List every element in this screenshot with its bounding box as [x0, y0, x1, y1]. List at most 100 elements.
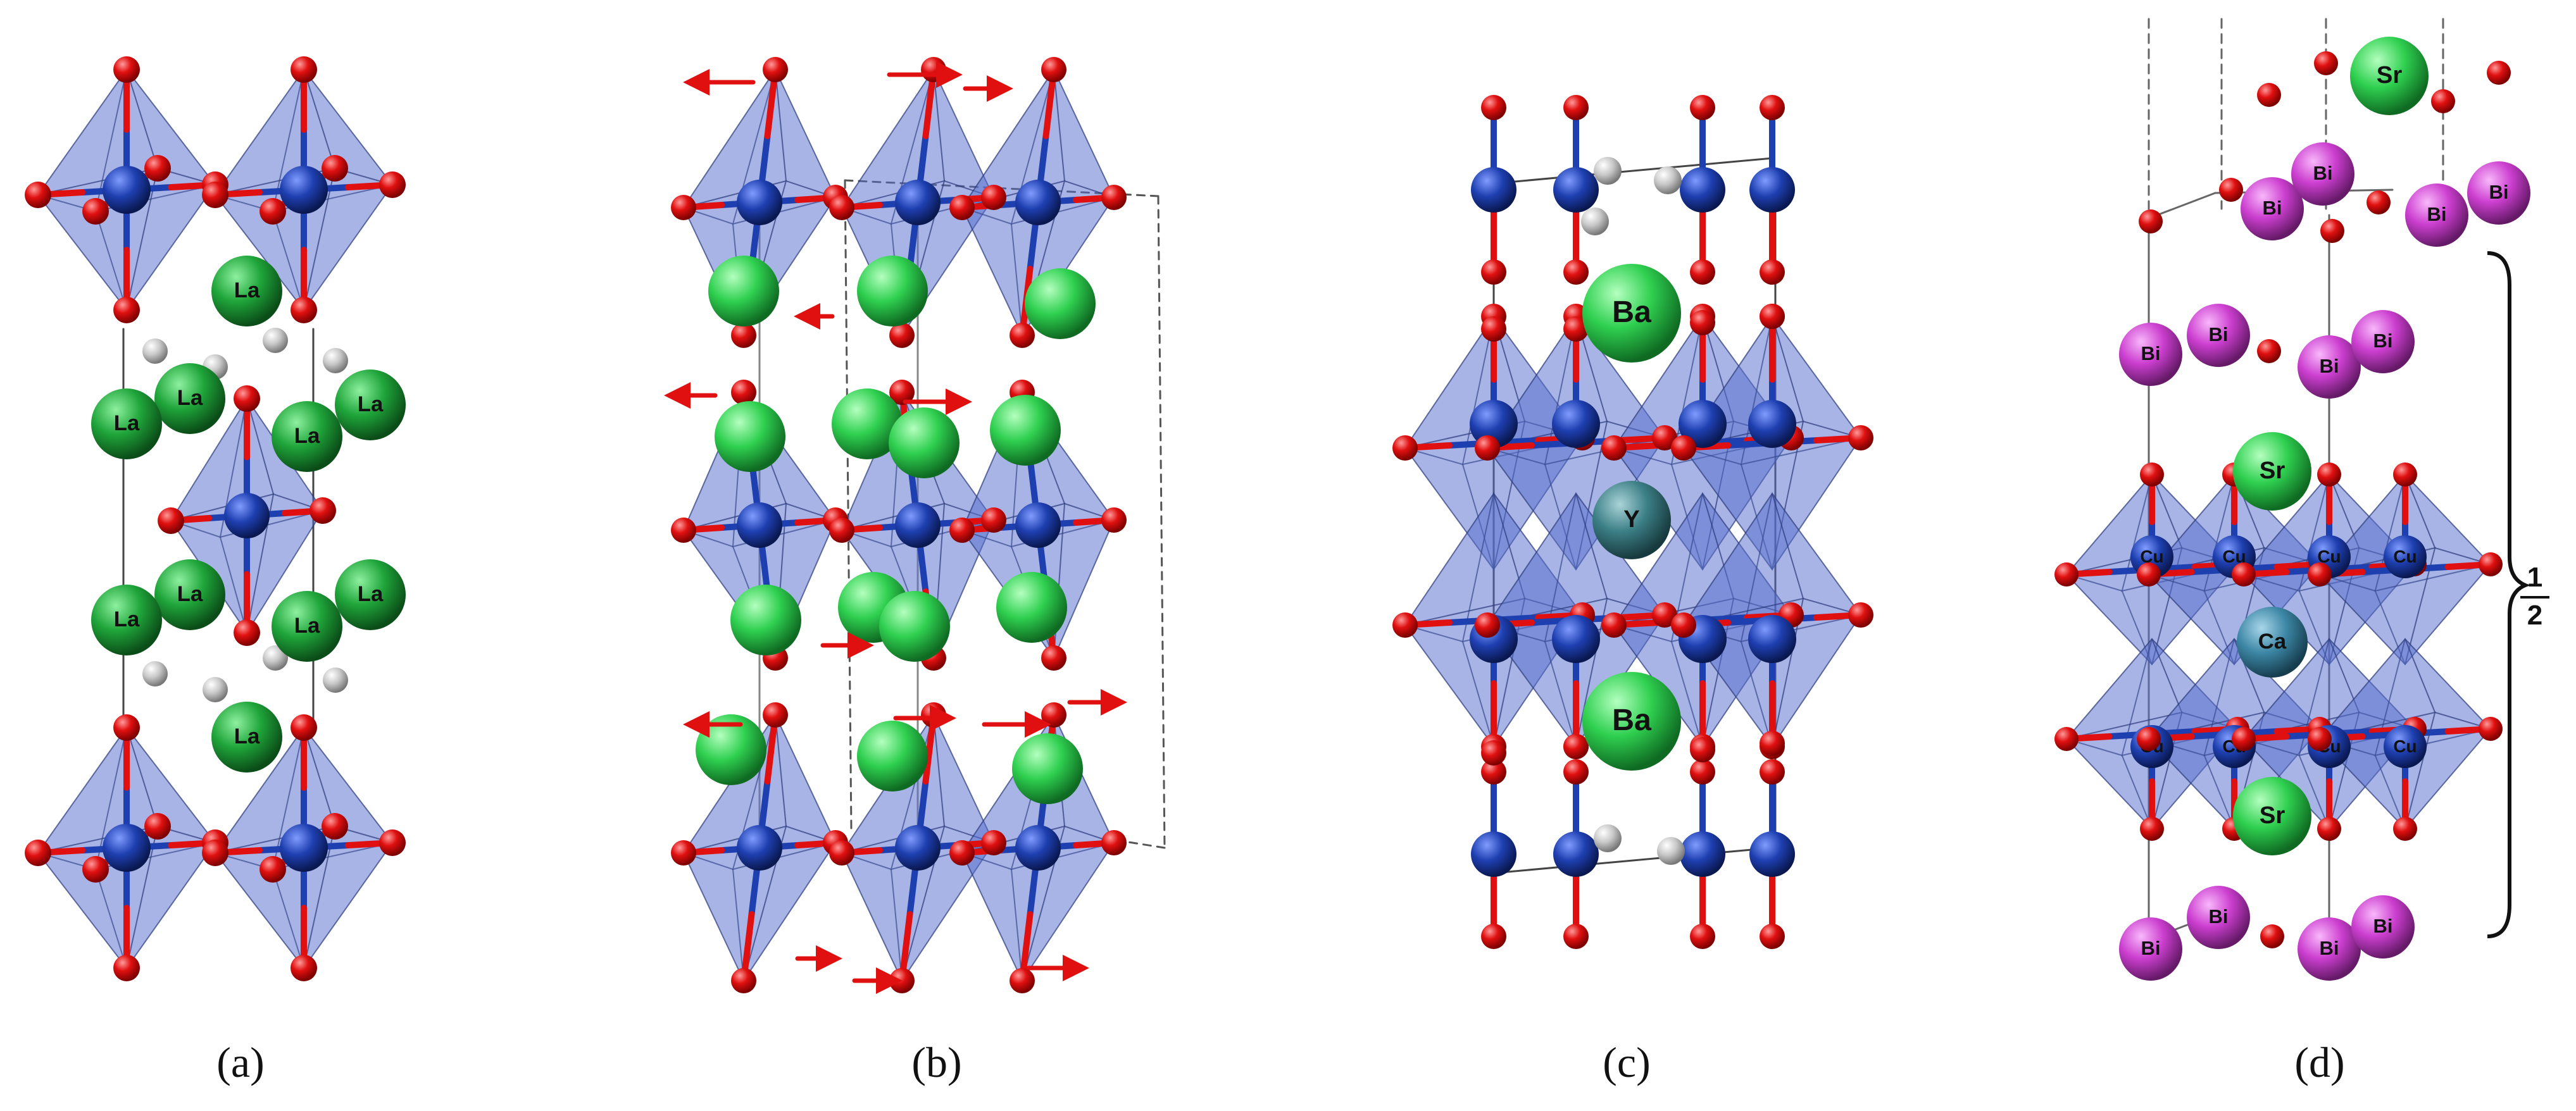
- oxygen-atom-sphere: [921, 57, 946, 82]
- hydrogen-atom-sphere: [1594, 824, 1622, 852]
- oxygen-atom-sphere: [2367, 190, 2391, 214]
- oxygen-atom: [322, 813, 348, 840]
- oxygen-atom-sphere: [113, 297, 140, 323]
- la-atom-sphere: [272, 591, 342, 662]
- oxygen-atom-sphere: [1475, 435, 1500, 461]
- octahedron-face: [775, 69, 837, 199]
- b-site-atom-sphere: [1552, 615, 1600, 663]
- oxygen-atom-sphere: [309, 497, 336, 524]
- b-site-atom: [1471, 167, 1516, 213]
- oxygen-atom: [921, 702, 946, 728]
- oxygen-atom-sphere: [1690, 759, 1715, 785]
- b-site-atom: [737, 502, 782, 548]
- oxygen-atom-sphere: [2257, 83, 2281, 107]
- sr-atom: [857, 721, 928, 791]
- b-site-atom-sphere: [1749, 831, 1795, 877]
- oxygen-atom: [829, 840, 854, 866]
- oxygen-atom-sphere: [731, 323, 756, 348]
- sr-atom-sphere: [857, 256, 928, 326]
- oxygen-atom: [1392, 435, 1418, 461]
- bi-atom-sphere: [2351, 310, 2415, 373]
- octahedron-face: [2318, 638, 2436, 740]
- b-site-atom-sphere: [1749, 167, 1795, 213]
- la-atom: La: [154, 363, 225, 434]
- b-site-atom: [1553, 831, 1599, 877]
- octahedron-face: [1772, 420, 1862, 570]
- oxygen-atom-sphere: [2317, 817, 2341, 841]
- la-atom-label: La: [114, 411, 140, 435]
- oxygen-atom: [731, 380, 756, 405]
- oxygen-atom: [2367, 190, 2391, 214]
- panel-b-caption: (b): [911, 1038, 962, 1086]
- sr-atom: [857, 256, 928, 326]
- oxygen-atom-sphere: [291, 955, 317, 981]
- b-site-atom: [1471, 831, 1516, 877]
- oxygen-atom-sphere: [1690, 737, 1715, 762]
- octahedron-face: [1486, 420, 1608, 571]
- b-site-atom-sphere: [1015, 825, 1061, 871]
- oxygen-atom-sphere: [2314, 51, 2338, 75]
- oxygen-atom-sphere: [1481, 259, 1506, 285]
- octahedron-face: [2151, 547, 2239, 665]
- octahedron-face: [841, 852, 903, 981]
- cu-label: Cu: [2393, 547, 2417, 566]
- b-site-atom: [895, 180, 941, 225]
- sr-atom-sphere: [889, 407, 960, 478]
- bi-atom-label: Bi: [2320, 355, 2339, 377]
- oxygen-atom: [1671, 435, 1696, 461]
- octahedron-face: [1670, 437, 1793, 571]
- cu-label: Cu: [2393, 736, 2417, 756]
- oxygen-atom-sphere: [1563, 734, 1589, 759]
- oxygen-atom: [259, 856, 286, 883]
- oxygen-atom: [2393, 462, 2417, 487]
- la-atom-label: La: [234, 278, 260, 302]
- octahedron-face: [1740, 492, 1862, 643]
- oxygen-atom-sphere: [671, 840, 696, 866]
- la-atom-label: La: [234, 724, 260, 748]
- oxygen-atom: [671, 840, 696, 866]
- oxygen-atom: [1760, 731, 1785, 756]
- oxygen-atom-sphere: [291, 56, 317, 83]
- y-atom-sphere: [1592, 481, 1671, 559]
- oxygen-atom-sphere: [202, 182, 228, 208]
- oxygen-atom-sphere: [1475, 612, 1500, 638]
- oxygen-atom-sphere: [829, 840, 854, 866]
- bi-atom: Bi: [2119, 917, 2182, 981]
- octahedron-face: [1461, 437, 1584, 571]
- oxygen-atom: [158, 507, 184, 534]
- oxygen-atom: [763, 57, 788, 82]
- oxygen-atom: [1481, 259, 1506, 285]
- oxygen-atom-sphere: [889, 380, 915, 405]
- oxygen-atom-sphere: [2054, 727, 2079, 751]
- oxygen-atom: [309, 497, 336, 524]
- hydrogen-atom-sphere: [263, 328, 288, 353]
- oxygen-atom-sphere: [1760, 924, 1785, 949]
- bi-atom: Bi: [2241, 177, 2304, 240]
- sr-atom-sphere: [996, 572, 1067, 643]
- hydrogen-atom: [1594, 157, 1622, 185]
- la-atom: La: [154, 559, 225, 630]
- b-site-atom: [2384, 725, 2427, 768]
- octahedron-face: [303, 167, 394, 311]
- octahedron-face: [1613, 316, 1703, 466]
- sr-atom-label: Sr: [2377, 61, 2403, 89]
- ba-atom: Ba: [1582, 264, 1681, 363]
- b-site-atom: [1015, 180, 1061, 225]
- oxygen-atom-sphere: [322, 155, 348, 182]
- b-site-atom-sphere: [224, 493, 270, 538]
- oxygen-atom: [2054, 562, 2079, 587]
- b-site-atom: [1749, 167, 1795, 213]
- oxygen-atom-sphere: [1652, 425, 1677, 450]
- oxygen-atom-sphere: [202, 840, 228, 866]
- oxygen-atom: [379, 171, 406, 198]
- oxygen-atom: [1563, 316, 1589, 342]
- oxygen-atom: [1563, 924, 1589, 949]
- la-atom: La: [91, 585, 162, 655]
- oxygen-atom: [2257, 83, 2281, 107]
- oxygen-atom-sphere: [2317, 462, 2341, 487]
- octahedron-face: [2064, 573, 2153, 665]
- oxygen-atom: [2232, 727, 2256, 751]
- oxygen-atom: [1475, 435, 1500, 461]
- octahedron-face: [1022, 825, 1115, 981]
- bi-atom: Bi: [2467, 161, 2530, 225]
